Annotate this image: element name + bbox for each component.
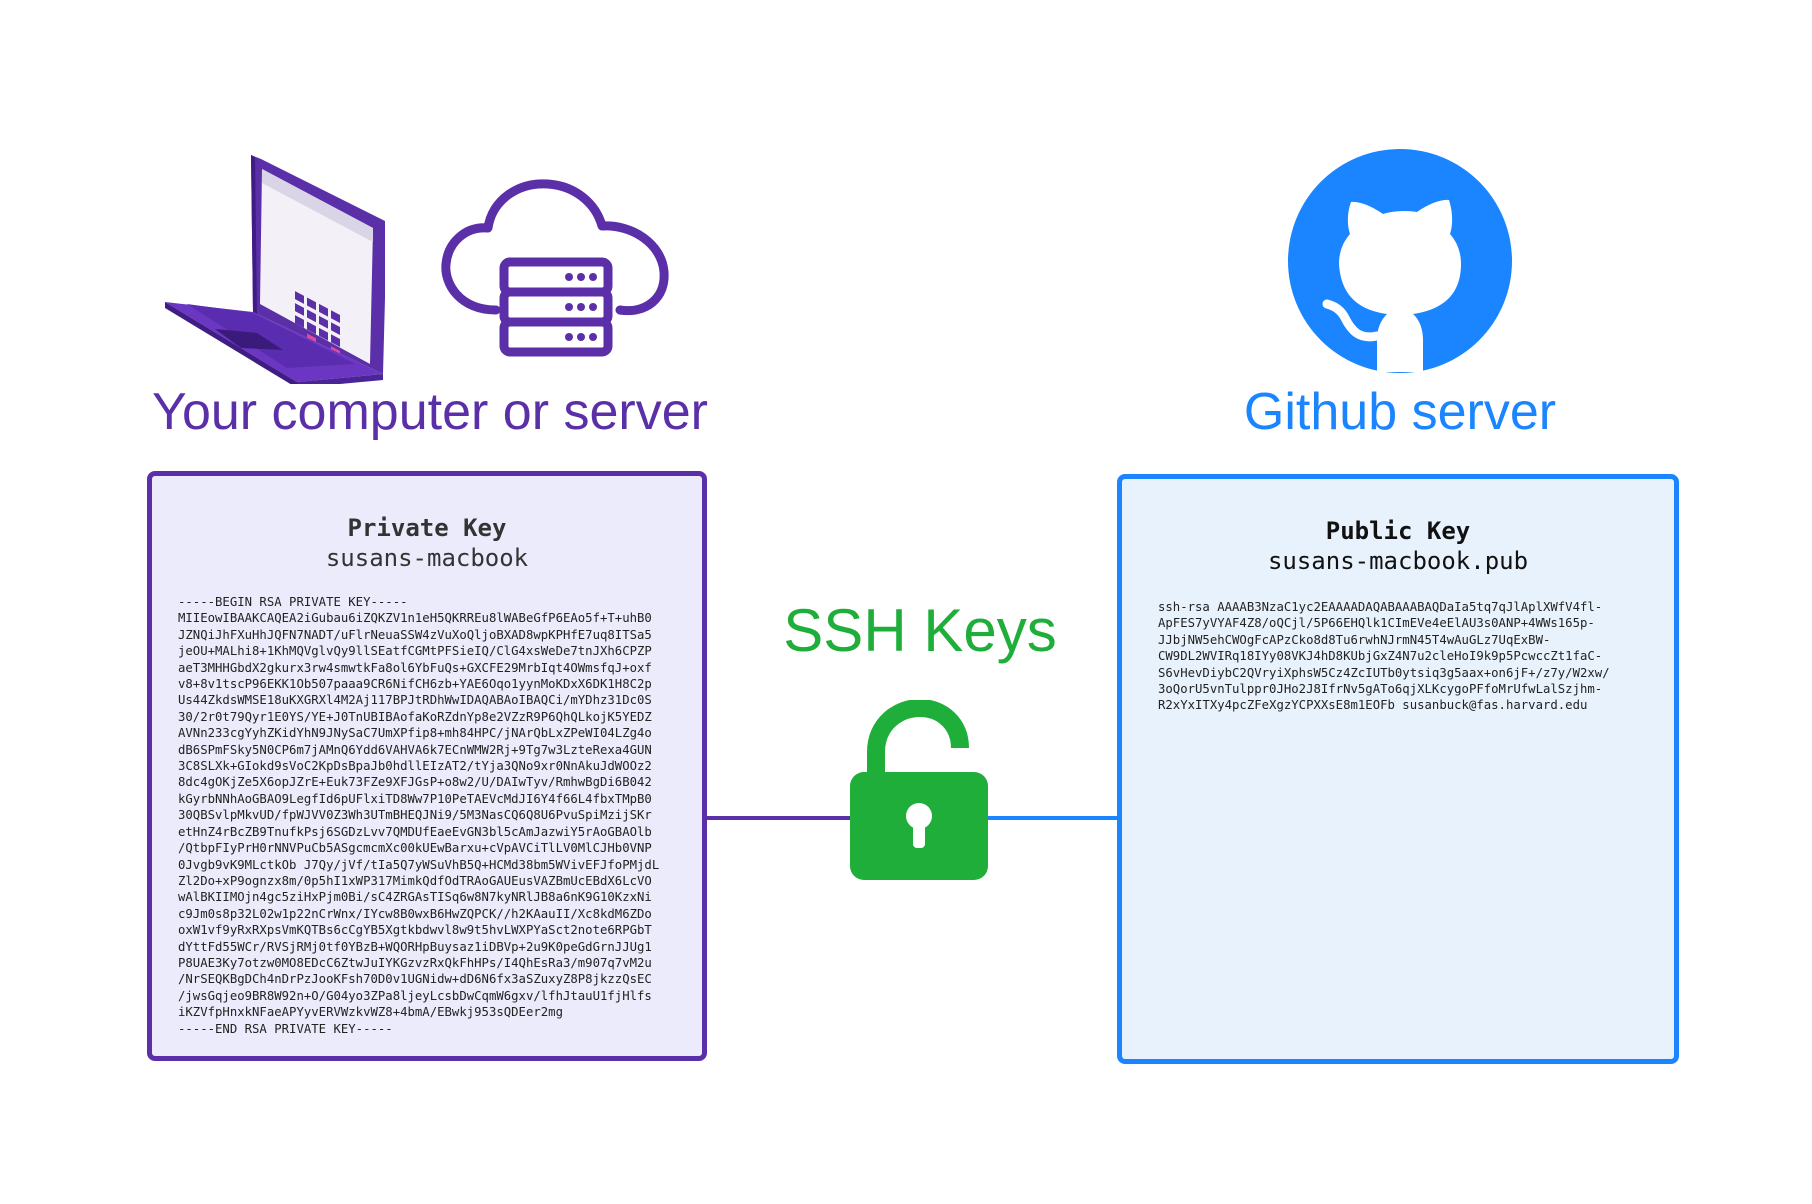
- local-machine-heading: Your computer or server: [152, 383, 708, 441]
- cloud-server-icon: [441, 179, 669, 357]
- private-key-title: Private Key: [347, 514, 507, 542]
- open-padlock-icon: [850, 700, 988, 880]
- private-key-filename: susans-macbook: [325, 544, 529, 572]
- public-key-title: Public Key: [1325, 517, 1471, 545]
- private-key-text: -----BEGIN RSA PRIVATE KEY----- MIIEowIB…: [178, 595, 660, 1036]
- github-octocat-icon: [1288, 149, 1512, 373]
- private-key-box: Private Key susans-macbook -----BEGIN RS…: [147, 471, 707, 1061]
- connector-line-right: [980, 816, 1117, 820]
- connector-line-left: [707, 816, 872, 820]
- ssh-keys-title: SSH Keys: [783, 597, 1057, 664]
- laptop-icon: [165, 155, 385, 384]
- public-key-text: ssh-rsa AAAAB3NzaC1yc2EAAAADAQABAAABAQDa…: [1158, 600, 1610, 713]
- public-key-box: Public Key susans-macbook.pub ssh-rsa AA…: [1117, 474, 1679, 1064]
- public-key-filename: susans-macbook.pub: [1267, 547, 1529, 575]
- github-server-heading: Github server: [1243, 383, 1557, 441]
